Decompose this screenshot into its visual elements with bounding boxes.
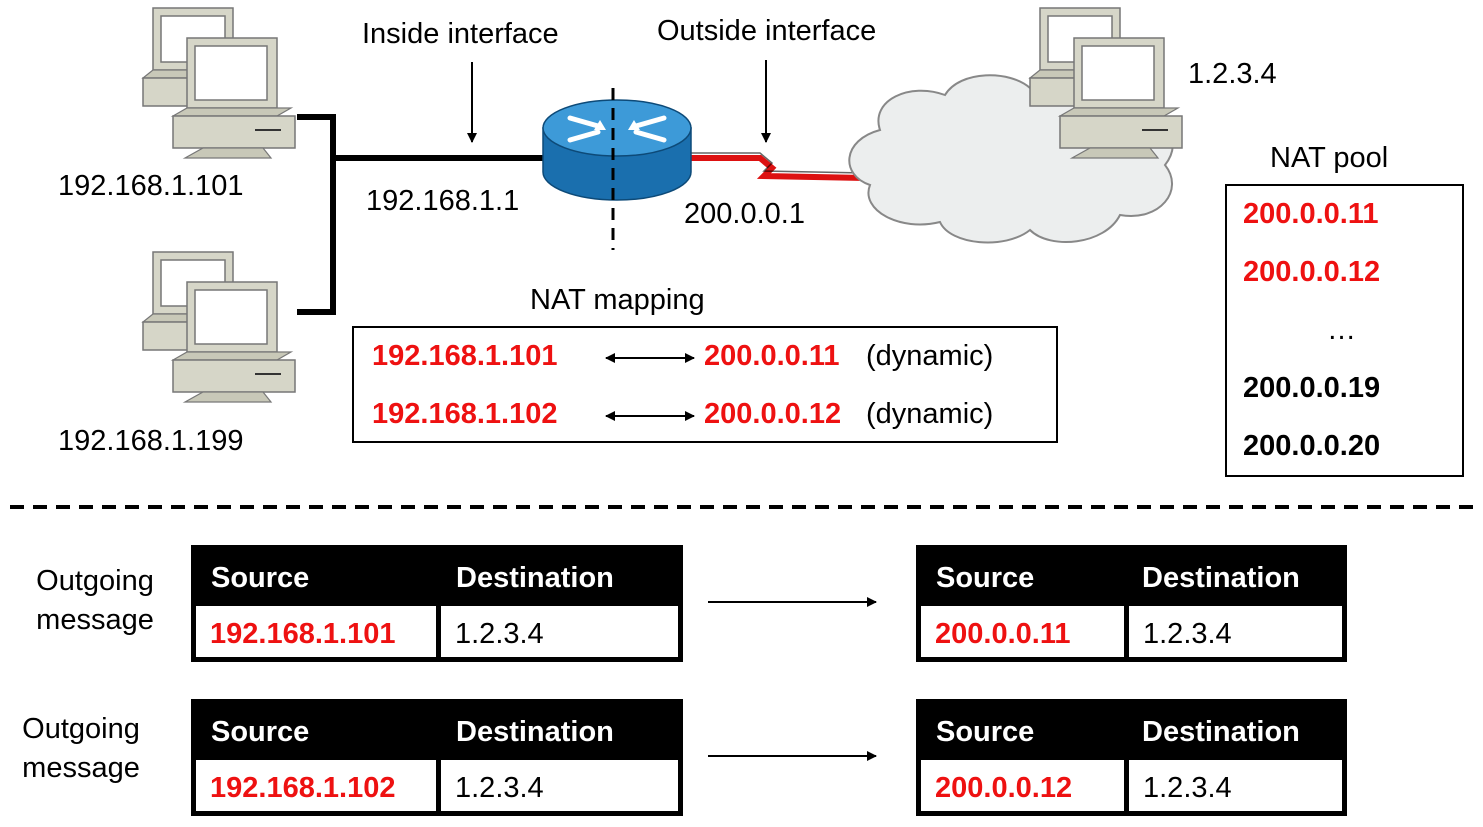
- destination-address: 1.2.3.4: [455, 772, 544, 804]
- lan-cable: [297, 158, 336, 315]
- outside-address: 200.0.0.12: [704, 398, 842, 430]
- mapping-type: (dynamic): [866, 398, 994, 430]
- host1-ip-label: 192.168.1.101: [58, 170, 244, 202]
- outside-address: 200.0.0.11: [704, 340, 840, 372]
- packet-before-translation: Source Destination 192.168.1.101 1.2.3.4: [191, 545, 683, 662]
- desktop-computer-icon: [142, 251, 296, 403]
- outgoing-message-label: Outgoing message: [36, 565, 154, 636]
- packet-before-translation: Source Destination 192.168.1.102 1.2.3.4: [191, 699, 683, 816]
- wan-link: [690, 155, 866, 181]
- inside-address: 192.168.1.101: [372, 340, 558, 372]
- pool-address: 200.0.0.19: [1243, 372, 1381, 404]
- remote-host-ip-label: 1.2.3.4: [1188, 58, 1277, 90]
- bidirectional-arrow-icon: [605, 353, 695, 363]
- desktop-computer-icon: [142, 7, 296, 159]
- mapping-type: (dynamic): [866, 340, 994, 372]
- destination-cell: 1.2.3.4: [1129, 606, 1342, 657]
- source-header: Source: [211, 716, 310, 748]
- source-cell: 192.168.1.102: [196, 760, 436, 811]
- source-address: 192.168.1.102: [210, 772, 396, 804]
- source-cell: 200.0.0.12: [921, 760, 1124, 811]
- host2-ip-label: 192.168.1.199: [58, 425, 244, 457]
- destination-header: Destination: [1142, 562, 1300, 594]
- source-cell: 192.168.1.101: [196, 606, 436, 657]
- outgoing-message-label: Outgoing message: [22, 713, 140, 784]
- nat-mapping-table: 192.168.1.101 200.0.0.11 (dynamic) 192.1…: [352, 326, 1058, 443]
- destination-header: Destination: [456, 562, 614, 594]
- inside-address: 192.168.1.102: [372, 398, 558, 430]
- pool-address: 200.0.0.12: [1243, 256, 1381, 288]
- destination-header: Destination: [456, 716, 614, 748]
- destination-address: 1.2.3.4: [1143, 618, 1232, 650]
- destination-address: 1.2.3.4: [455, 618, 544, 650]
- source-header: Source: [936, 562, 1035, 594]
- bidirectional-arrow-icon: [605, 411, 695, 421]
- inside-interface-label: Inside interface: [362, 18, 559, 50]
- packet-header: Source Destination: [196, 550, 678, 606]
- packet-after-translation: Source Destination 200.0.0.12 1.2.3.4: [916, 699, 1347, 816]
- destination-address: 1.2.3.4: [1143, 772, 1232, 804]
- destination-cell: 1.2.3.4: [441, 606, 678, 657]
- packet-after-translation: Source Destination 200.0.0.11 1.2.3.4: [916, 545, 1347, 662]
- packet-header: Source Destination: [921, 550, 1342, 606]
- source-header: Source: [936, 716, 1035, 748]
- outside-interface-label: Outside interface: [657, 15, 877, 47]
- lan-cable: [297, 114, 545, 161]
- nat-pool-box: 200.0.0.11 200.0.0.12 … 200.0.0.19 200.0…: [1225, 184, 1464, 477]
- nat-mapping-row: 192.168.1.101 200.0.0.11 (dynamic): [370, 340, 1050, 380]
- router-icon: [542, 99, 692, 201]
- packet-header: Source Destination: [196, 704, 678, 760]
- source-cell: 200.0.0.11: [921, 606, 1124, 657]
- source-address: 192.168.1.101: [210, 618, 396, 650]
- nat-pool-title: NAT pool: [1270, 142, 1389, 174]
- router-inside-ip-label: 192.168.1.1: [366, 185, 520, 217]
- source-address: 200.0.0.11: [935, 618, 1071, 650]
- router-outside-ip-label: 200.0.0.1: [684, 198, 805, 230]
- pool-address: 200.0.0.11: [1243, 198, 1379, 230]
- source-address: 200.0.0.12: [935, 772, 1073, 804]
- destination-cell: 1.2.3.4: [1129, 760, 1342, 811]
- destination-cell: 1.2.3.4: [441, 760, 678, 811]
- source-header: Source: [211, 562, 310, 594]
- nat-mapping-row: 192.168.1.102 200.0.0.12 (dynamic): [370, 398, 1050, 438]
- packet-header: Source Destination: [921, 704, 1342, 760]
- pool-address: 200.0.0.20: [1243, 430, 1381, 462]
- nat-mapping-title: NAT mapping: [530, 284, 705, 316]
- destination-header: Destination: [1142, 716, 1300, 748]
- pool-ellipsis: …: [1327, 314, 1356, 346]
